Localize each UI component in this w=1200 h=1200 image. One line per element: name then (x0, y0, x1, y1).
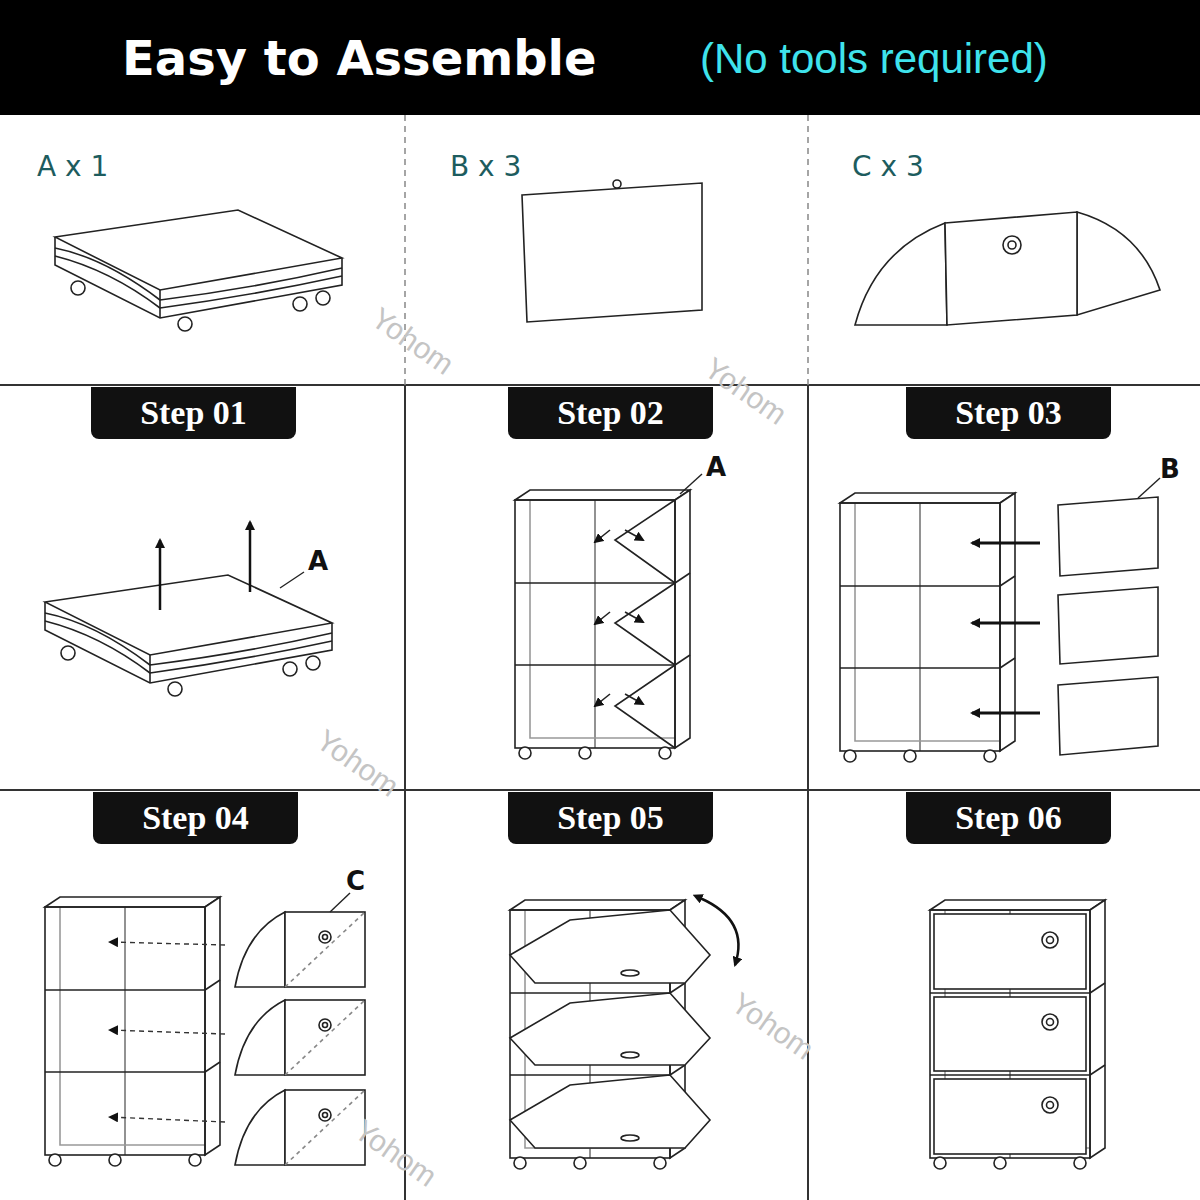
step-badge: Step 02 (508, 387, 713, 439)
step-badge: Step 04 (93, 792, 298, 844)
part-count: A x 1 (37, 150, 108, 184)
watermark: Yohom (309, 722, 405, 804)
step-label: Step 06 (955, 799, 1062, 836)
step-label: Step 02 (557, 394, 664, 431)
part-callout: A (308, 546, 328, 577)
watermark: Yohom (364, 300, 460, 382)
watermark: Yohom (724, 985, 820, 1067)
step-badge: Step 05 (508, 792, 713, 844)
part-count: C x 3 (852, 150, 924, 184)
step-badge: Step 01 (91, 387, 296, 439)
step-label: Step 05 (557, 799, 664, 836)
subtitle-note: (No tools required) (700, 34, 1048, 84)
step-label: Step 03 (955, 394, 1062, 431)
part-count: B x 3 (450, 150, 521, 184)
step-badge: Step 03 (906, 387, 1111, 439)
part-callout: B (1160, 454, 1180, 485)
step-label: Step 01 (140, 394, 247, 431)
part-callout: C (346, 866, 365, 897)
step-badge: Step 06 (906, 792, 1111, 844)
page-title: Easy to Assemble (122, 30, 597, 86)
part-callout: A (706, 452, 726, 483)
step-label: Step 04 (142, 799, 249, 836)
